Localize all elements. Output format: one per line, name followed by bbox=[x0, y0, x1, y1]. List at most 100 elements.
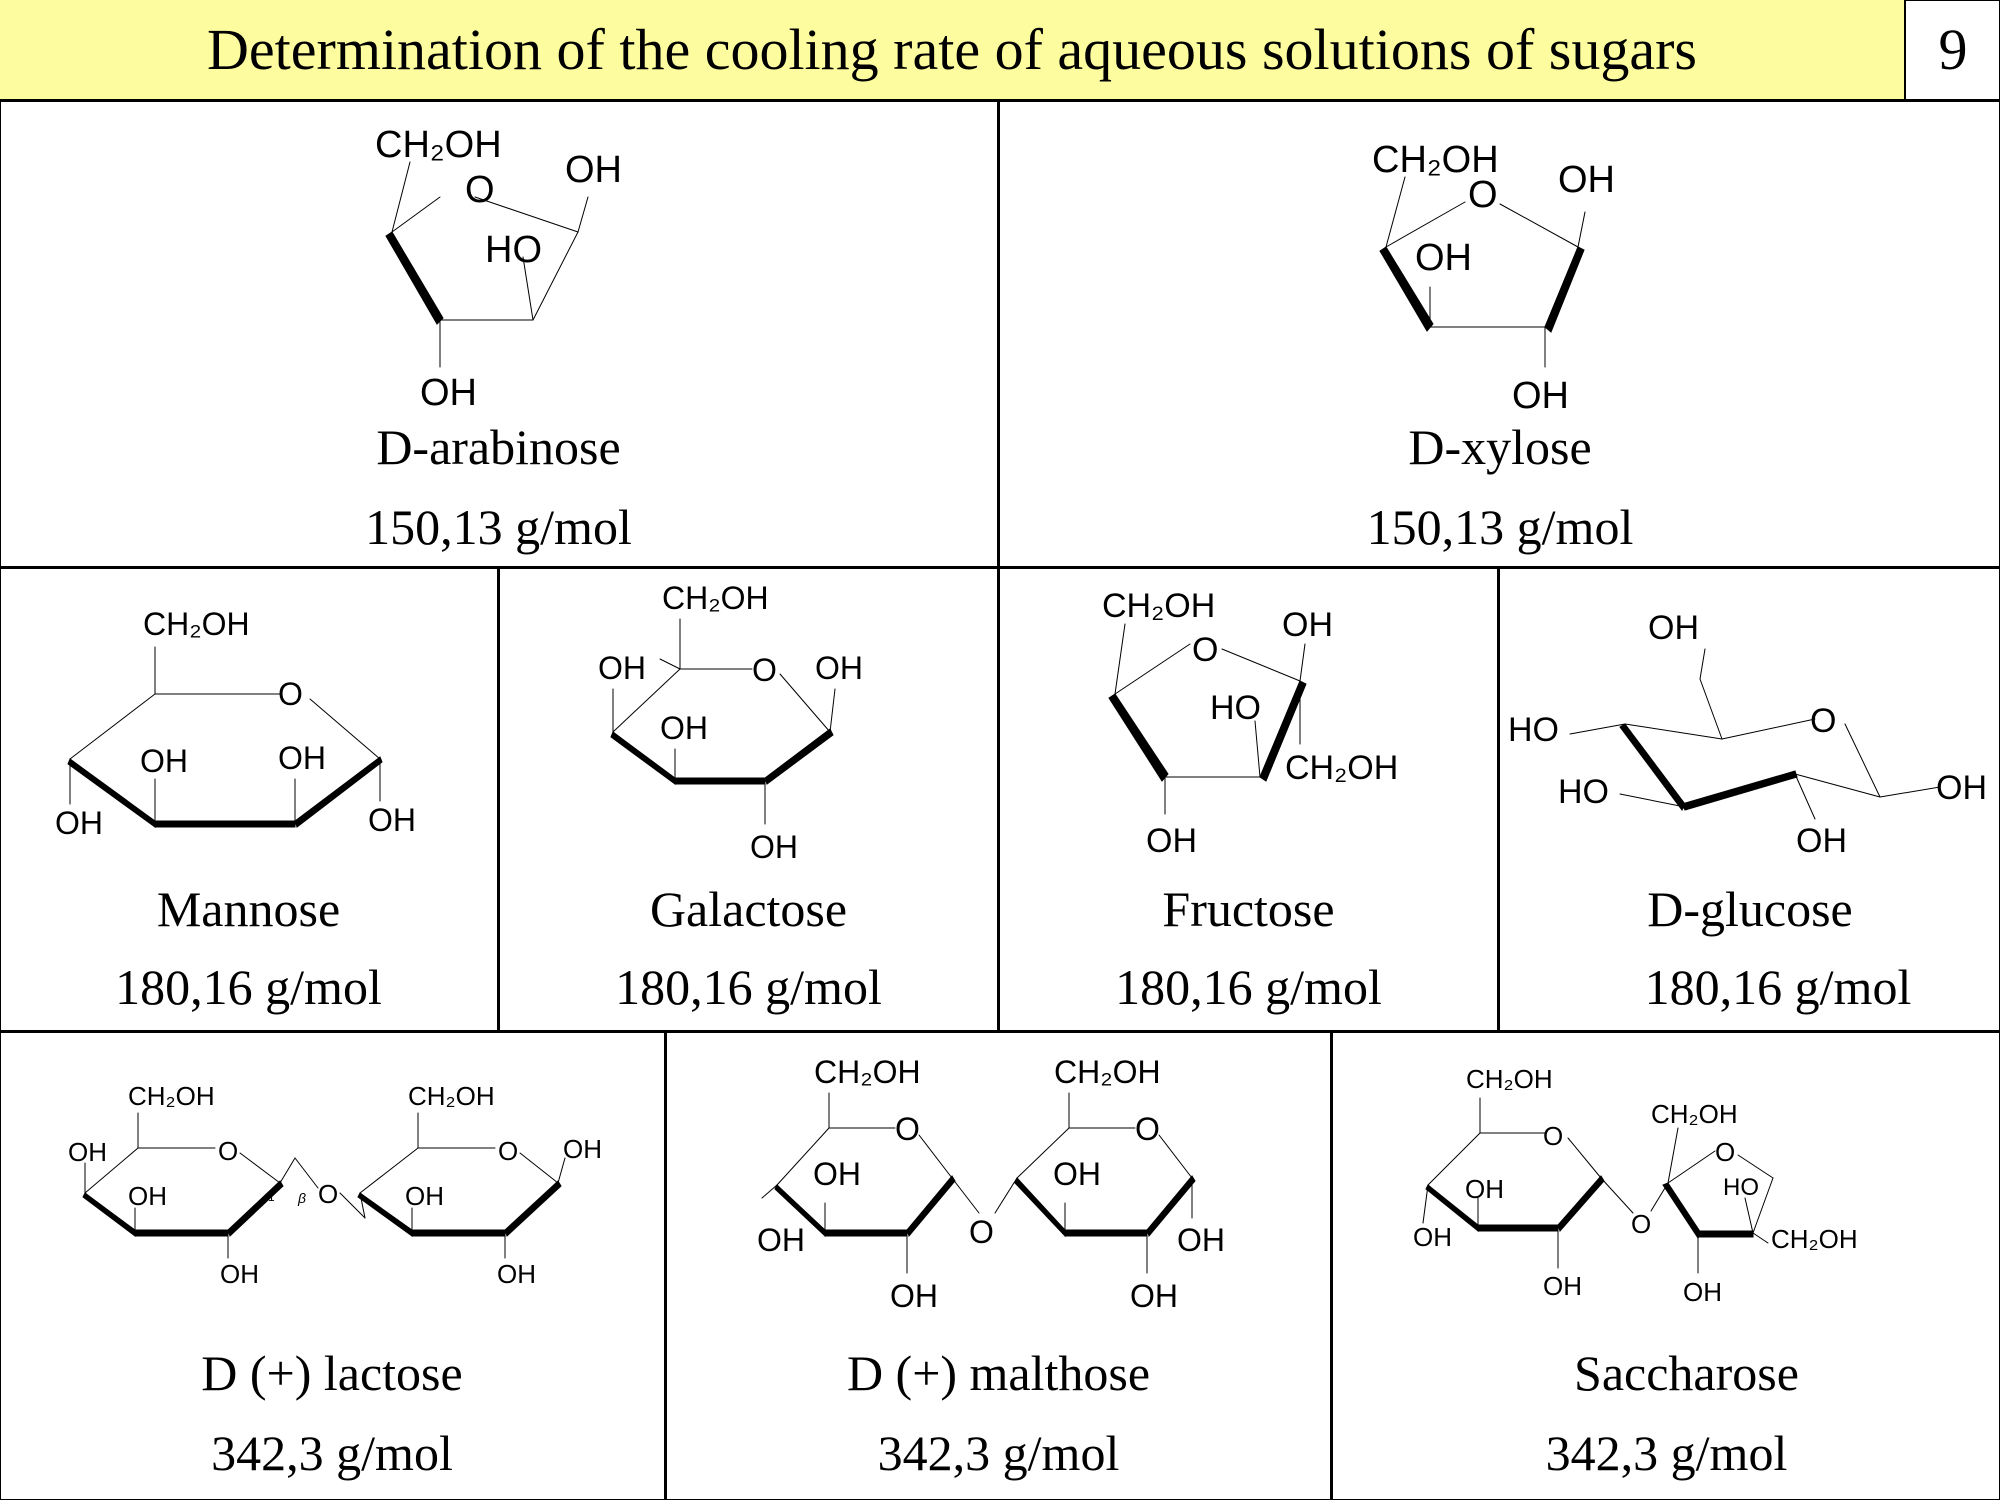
ring-oxygen-label: O bbox=[895, 1111, 920, 1147]
glycosidic-oxygen-label: O bbox=[318, 1179, 338, 1209]
d-glucose-structure: OH O HO HO OH OH bbox=[1508, 609, 1987, 860]
ring-oxygen-label: O bbox=[1810, 702, 1836, 740]
d-xylose-structure: CH₂OH O OH OH OH bbox=[1372, 139, 1615, 417]
sugar-name: Galactose bbox=[649, 881, 848, 937]
oh-label: OH bbox=[660, 710, 708, 746]
oh-label: OH bbox=[1146, 822, 1197, 860]
ch2oh-label: CH₂OH bbox=[408, 1081, 495, 1111]
ch2oh-label: CH₂OH bbox=[1651, 1099, 1738, 1129]
oh-label: OH bbox=[1683, 1277, 1722, 1307]
ring-oxygen-label: O bbox=[1192, 631, 1218, 669]
oh-label: OH bbox=[68, 1137, 107, 1167]
oh-label: OH bbox=[598, 650, 646, 686]
oh-label: OH bbox=[1415, 237, 1472, 279]
oh-label: OH bbox=[1413, 1222, 1452, 1252]
sugar-name: D-xylose bbox=[1408, 419, 1592, 475]
ring-oxygen-label: O bbox=[1715, 1137, 1735, 1167]
sugar-cell-d-xylose: CH₂OH O OH OH OH D-xylose 150,13 g/mol bbox=[1000, 102, 2000, 569]
oh-label: OH bbox=[497, 1259, 536, 1289]
ho-label: HO bbox=[1723, 1174, 1759, 1201]
sugar-name: D (+) lactose bbox=[201, 1345, 463, 1401]
ch2oh-label: CH₂OH bbox=[128, 1081, 215, 1111]
page-title: Determination of the cooling rate of aqu… bbox=[207, 16, 1697, 82]
oh-label: OH bbox=[55, 805, 103, 841]
ch2oh-label: CH₂OH bbox=[1771, 1224, 1858, 1254]
d-lactose-structure: CH₂OH O OH OH OH 1 β O CH₂OH O OH OH OH bbox=[68, 1081, 602, 1289]
ring-oxygen-label: O bbox=[278, 676, 303, 712]
header-bar: Determination of the cooling rate of aqu… bbox=[0, 0, 1906, 102]
ring-oxygen-label: O bbox=[1468, 174, 1498, 216]
molar-mass: 180,16 g/mol bbox=[1115, 959, 1382, 1015]
anomeric-carbon-label: 1 bbox=[268, 1190, 275, 1204]
oh-label: OH bbox=[420, 372, 477, 414]
ch2oh-label: CH₂OH bbox=[1054, 1054, 1161, 1090]
molar-mass: 342,3 g/mol bbox=[211, 1425, 453, 1481]
glycosidic-oxygen-label: O bbox=[969, 1214, 994, 1250]
molar-mass: 150,13 g/mol bbox=[365, 499, 632, 555]
sugar-cell-fructose: CH₂OH O OH HO CH₂OH OH Fructose 180,16 g… bbox=[1000, 569, 1500, 1033]
ch2oh-label: CH₂OH bbox=[1372, 139, 1499, 181]
fructose-structure: CH₂OH O OH HO CH₂OH OH bbox=[1102, 587, 1398, 860]
ring-oxygen-label: O bbox=[752, 652, 777, 688]
oh-label: OH bbox=[368, 802, 416, 838]
oh-label: OH bbox=[1177, 1222, 1225, 1258]
d-malthose-structure: CH₂OH O OH OH OH O CH₂OH O OH OH OH bbox=[757, 1054, 1225, 1314]
ch2oh-label: CH₂OH bbox=[375, 124, 502, 166]
sugar-cell-mannose: CH₂OH O OH OH OH OH Mannose 180,16 g/mol bbox=[0, 569, 500, 1033]
glycosidic-oxygen-label: O bbox=[1631, 1209, 1651, 1239]
sugar-name: D-arabinose bbox=[376, 419, 621, 475]
galactose-structure: CH₂OH O OH OH OH OH bbox=[598, 580, 863, 865]
oh-label: OH bbox=[1796, 822, 1847, 860]
sugar-name: D (+) malthose bbox=[846, 1345, 1151, 1401]
oh-label: OH bbox=[757, 1222, 805, 1258]
sugar-cell-d-arabinose: CH₂OH O OH HO OH D-arabinose 150,13 g/mo… bbox=[0, 102, 1000, 569]
oh-label: OH bbox=[220, 1259, 259, 1289]
oh-label: OH bbox=[565, 149, 622, 191]
oh-label: OH bbox=[1543, 1271, 1582, 1301]
sugar-name: D-glucose bbox=[1647, 881, 1853, 937]
ring-oxygen-label: O bbox=[1135, 1111, 1160, 1147]
ring-oxygen-label: O bbox=[498, 1136, 518, 1166]
ch2oh-label: CH₂OH bbox=[814, 1054, 921, 1090]
oh-label: OH bbox=[1282, 606, 1333, 644]
ring-oxygen-label: O bbox=[1543, 1121, 1563, 1151]
oh-label: OH bbox=[1465, 1174, 1504, 1204]
saccharose-structure: CH₂OH O OH OH OH O CH₂OH O HO CH₂OH OH bbox=[1413, 1064, 1858, 1307]
oh-label: OH bbox=[1936, 769, 1987, 807]
oh-label: OH bbox=[405, 1181, 444, 1211]
ch2oh-label: CH₂OH bbox=[143, 606, 250, 642]
oh-label: OH bbox=[890, 1278, 938, 1314]
mannose-structure: CH₂OH O OH OH OH OH bbox=[55, 606, 416, 841]
oh-label: OH bbox=[750, 829, 798, 865]
oh-label: OH bbox=[813, 1156, 861, 1192]
oh-label: OH bbox=[1053, 1156, 1101, 1192]
ring-oxygen-label: O bbox=[465, 169, 495, 211]
d-arabinose-structure: CH₂OH O OH HO OH bbox=[375, 124, 622, 414]
sugar-cell-saccharose: CH₂OH O OH OH OH O CH₂OH O HO CH₂OH OH S… bbox=[1333, 1033, 2000, 1500]
molar-mass: 180,16 g/mol bbox=[615, 959, 882, 1015]
molar-mass: 180,16 g/mol bbox=[1644, 959, 1912, 1015]
sugar-name: Saccharose bbox=[1574, 1345, 1799, 1401]
molar-mass: 180,16 g/mol bbox=[115, 959, 382, 1015]
oh-label: OH bbox=[128, 1181, 167, 1211]
sugar-name: Mannose bbox=[156, 881, 341, 937]
page-number: 9 bbox=[1906, 0, 2000, 102]
ho-label: HO bbox=[1558, 773, 1609, 811]
ch2oh-label: CH₂OH bbox=[1102, 587, 1215, 625]
ch2oh-label: CH₂OH bbox=[1285, 749, 1398, 787]
sugar-cell-d-malthose: CH₂OH O OH OH OH O CH₂OH O OH OH OH D (+… bbox=[667, 1033, 1333, 1500]
sugar-cell-d-lactose: CH₂OH O OH OH OH 1 β O CH₂OH O OH OH OH … bbox=[0, 1033, 667, 1500]
ch2oh-label: CH₂OH bbox=[1466, 1064, 1553, 1094]
molar-mass: 342,3 g/mol bbox=[1545, 1425, 1788, 1481]
ho-label: HO bbox=[1508, 711, 1559, 749]
ho-label: HO bbox=[485, 229, 542, 271]
ring-oxygen-label: O bbox=[218, 1136, 238, 1166]
ho-label: HO bbox=[1210, 689, 1261, 727]
oh-label: OH bbox=[815, 650, 863, 686]
oh-label: OH bbox=[278, 740, 326, 776]
molar-mass: 150,13 g/mol bbox=[1366, 499, 1634, 555]
oh-label: OH bbox=[1130, 1278, 1178, 1314]
oh-label: OH bbox=[140, 743, 188, 779]
molar-mass: 342,3 g/mol bbox=[877, 1425, 1120, 1481]
ch2oh-label: CH₂OH bbox=[662, 580, 769, 616]
